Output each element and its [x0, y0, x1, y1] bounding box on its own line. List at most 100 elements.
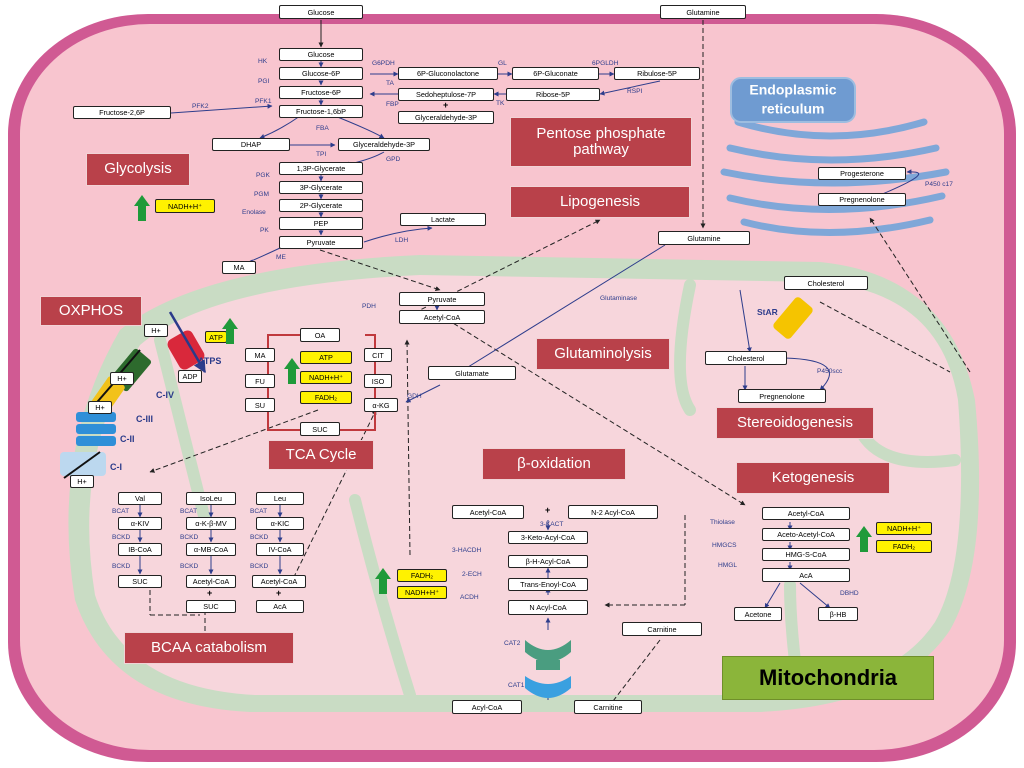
atps-label: ATPS: [198, 356, 222, 366]
cii-label: C-II: [120, 434, 135, 444]
fadh2-ket-box: FADH₂: [876, 540, 932, 553]
isoleu-box: IsoLeu: [186, 492, 236, 505]
gdh-label: GDH: [407, 393, 422, 400]
6pgldh-label: 6PGLDH: [592, 60, 619, 67]
acetylcoa-ile-box: Acetyl-CoA: [186, 575, 236, 588]
gl-label: GL: [498, 60, 507, 67]
plus-leu: +: [276, 588, 282, 598]
ta-label: TA: [386, 80, 394, 87]
oxphos-label: OXPHOS: [40, 296, 142, 326]
oa-box: OA: [300, 328, 340, 342]
n-acyl-coa-box: N Acyl-CoA: [508, 600, 588, 615]
glutamine-external-box: Glutamine: [660, 5, 746, 19]
acyl-coa-cytosol-box: Acyl-CoA: [452, 700, 522, 714]
hmgcs-label: HMGCS: [712, 542, 737, 549]
acdh-label: ACDH: [460, 594, 479, 601]
plus-ppp: +: [443, 100, 449, 110]
cholesterol-cytosol-box: Cholesterol: [784, 276, 868, 290]
cat2-label: CAT2: [504, 640, 521, 647]
er-label-line1: Endoplasmic: [749, 82, 836, 98]
cholesterol-mito-box: Cholesterol: [705, 351, 787, 365]
ci-label: C-I: [110, 462, 122, 472]
star-transporter: [773, 297, 813, 339]
n2-acyl-coa-box: N-2 Acyl-CoA: [568, 505, 658, 519]
akic-box: α-KIC: [256, 517, 304, 530]
tk-label: TK: [496, 100, 505, 107]
adp-box: ADP: [178, 370, 202, 383]
glutamine-cytosol-box: Glutamine: [658, 231, 750, 245]
iv-coa-box: IV-CoA: [256, 543, 304, 556]
pregnenolone-mito-box: Pregnenolone: [738, 389, 826, 403]
akiv-box: α-KIV: [118, 517, 162, 530]
fructose-26p-box: Fructose-2,6P: [73, 106, 171, 119]
pyruvate-mito-box: Pyruvate: [399, 292, 485, 306]
civ-label: C-IV: [156, 390, 174, 400]
enolase-label: Enolase: [242, 209, 266, 216]
p450c17-label: P450 c17: [925, 181, 953, 188]
cit-box: CIT: [364, 348, 392, 362]
hplus-ci-box: H+: [70, 475, 94, 488]
pep-box: PEP: [279, 217, 363, 230]
pdh-label: PDH: [362, 303, 376, 310]
acetone-box: Acetone: [734, 607, 782, 621]
ribose-5p-box: Ribose-5P: [506, 88, 600, 101]
fadh2-bo-box: FADH₂: [397, 569, 447, 582]
bhb-box: β-HB: [818, 607, 858, 621]
glutaminolysis-label: Glutaminolysis: [536, 338, 670, 370]
su-box: SU: [245, 398, 275, 412]
atp-synthase: [167, 311, 207, 374]
pregnenolone-er-box: Pregnenolone: [818, 193, 906, 206]
ribulose-5p-box: Ribulose-5P: [614, 67, 700, 80]
er-label-line2: reticulum: [761, 101, 824, 117]
beta-oxidation-label: β-oxidation: [482, 448, 626, 480]
thiolase-label: Thiolase: [710, 519, 735, 526]
bckd-val: BCKD: [112, 534, 131, 541]
glucose-box: Glucose: [279, 48, 363, 61]
tca-cycle-label: TCA Cycle: [268, 440, 374, 470]
cat2-transporter: [525, 640, 571, 670]
glycolysis-label: Glycolysis: [86, 153, 190, 186]
ma-cytosol-box: MA: [222, 261, 256, 274]
ciii-label: C-III: [136, 414, 153, 424]
pyruvate-box: Pyruvate: [279, 236, 363, 249]
3p-glycerate-box: 3P-Glycerate: [279, 181, 363, 194]
atp-tca-box: ATP: [300, 351, 352, 364]
carnitine-cytosol-box: Carnitine: [574, 700, 642, 714]
aceto-acetyl-coa-box: Aceto-Acetyl-CoA: [762, 528, 850, 541]
3-kact-label: 3-KACT: [540, 521, 564, 528]
bh-acyl-coa-box: β-H-Acyl-CoA: [508, 555, 588, 568]
progesterone-box: Progesterone: [818, 167, 906, 180]
suc-tca-box: SUC: [300, 422, 340, 436]
hmg-s-coa-box: HMG-S-CoA: [762, 548, 850, 561]
dhap-box: DHAP: [212, 138, 290, 151]
bckd-leu: BCKD: [250, 534, 269, 541]
bcat-val: BCAT: [112, 508, 130, 515]
pentose-phosphate-label: Pentose phosphate pathway: [510, 117, 692, 167]
2-ech-label: 2-ECH: [462, 571, 482, 578]
me-label: ME: [276, 254, 286, 261]
bckd-ile-2: BCKD: [180, 563, 199, 570]
dbhd-label: DBHD: [840, 590, 859, 597]
acetylcoa-leu-box: Acetyl-CoA: [252, 575, 306, 588]
glucose-6p-box: Glucose-6P: [279, 67, 363, 80]
glutaminase-label: Glutaminase: [600, 295, 638, 302]
amb-coa-box: α-MB-CoA: [186, 543, 236, 556]
trans-enoyl-coa-box: Trans-Enoyl-CoA: [508, 578, 588, 591]
plus-ile: +: [207, 588, 213, 598]
pgi-label: PGI: [258, 78, 270, 85]
fructose-16bp-box: Fructose-1,6bP: [279, 105, 363, 118]
sedoheptulose-7p-box: Sedoheptulose-7P: [398, 88, 494, 101]
carnitine-mito-box: Carnitine: [622, 622, 702, 636]
lipogenesis-label: Lipogenesis: [510, 186, 690, 218]
akg-box: α-KG: [364, 398, 398, 412]
gpd-label: GPD: [386, 156, 401, 163]
endoplasmic-reticulum: [720, 118, 950, 236]
pgk-label: PGK: [256, 172, 270, 179]
nadh-ket-box: NADH+H⁺: [876, 522, 932, 535]
acetylcoa-bo-box: Acetyl-CoA: [452, 505, 524, 519]
tpi-label: TPI: [316, 151, 327, 158]
ma-box: MA: [245, 348, 275, 362]
pentose-label-line2: pathway: [573, 141, 629, 158]
glucose-external-box: Glucose: [279, 5, 363, 19]
